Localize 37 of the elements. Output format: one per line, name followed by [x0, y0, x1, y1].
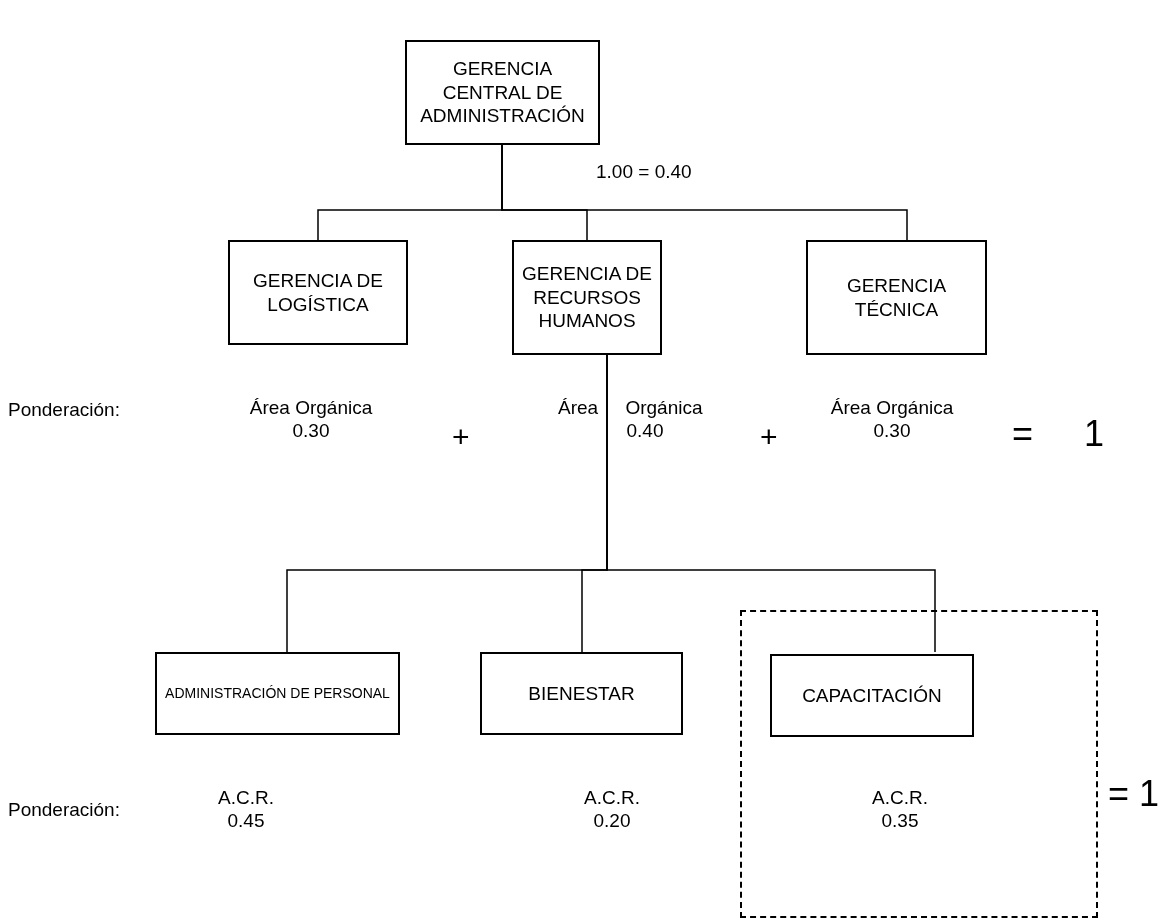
- weight-text: A.C.R.: [871, 786, 929, 809]
- weight-label: Ponderación:: [8, 400, 120, 419]
- org-box: [806, 240, 987, 355]
- weight-label: +: [760, 422, 778, 452]
- box-title: CAPACITACIÓN: [801, 683, 943, 708]
- box-title: GERENCIA DE RECURSOS HUMANOS: [521, 261, 653, 334]
- weight-label: = 1: [1108, 776, 1160, 812]
- weight-text: 1.00 = 0.40: [596, 160, 692, 183]
- weight-text: A.C.R.: [217, 786, 275, 809]
- box-title: ADMINISTRACIÓN DE PERSONAL: [164, 684, 391, 703]
- connector-line: [501, 144, 908, 241]
- weight-text: 0.40: [625, 419, 665, 442]
- weight-label: =: [1012, 416, 1034, 452]
- weight-text: 0.45: [226, 809, 266, 832]
- box-title: BIENESTAR: [527, 681, 636, 706]
- group-frame: [740, 610, 1098, 918]
- weight-text: 0.35: [880, 809, 920, 832]
- box-title: GERENCIA TÉCNICA: [845, 273, 948, 322]
- weight-label: 1: [1084, 416, 1105, 452]
- box-title: GERENCIA DE LOGÍSTICA: [252, 268, 384, 317]
- org-box: [155, 652, 400, 735]
- weight-text: Área Orgánica: [558, 396, 703, 419]
- weight-text: Área Orgánica: [829, 396, 955, 419]
- weight-text: Área Orgánica: [248, 396, 374, 419]
- weight-label: Ponderación:: [8, 800, 120, 819]
- weight-text: A.C.R.: [583, 786, 641, 809]
- org-box: [512, 240, 662, 355]
- weight-label: +: [452, 422, 470, 452]
- org-box: [405, 40, 600, 145]
- org-box: [770, 654, 974, 737]
- org-box: [228, 240, 408, 345]
- weight-text: 0.30: [291, 419, 331, 442]
- connector-line: [606, 354, 936, 653]
- org-box: [480, 652, 683, 735]
- weight-text: 0.30: [872, 419, 912, 442]
- weight-text: 0.20: [592, 809, 632, 832]
- box-title: GERENCIA CENTRAL DE ADMINISTRACIÓN: [419, 56, 586, 129]
